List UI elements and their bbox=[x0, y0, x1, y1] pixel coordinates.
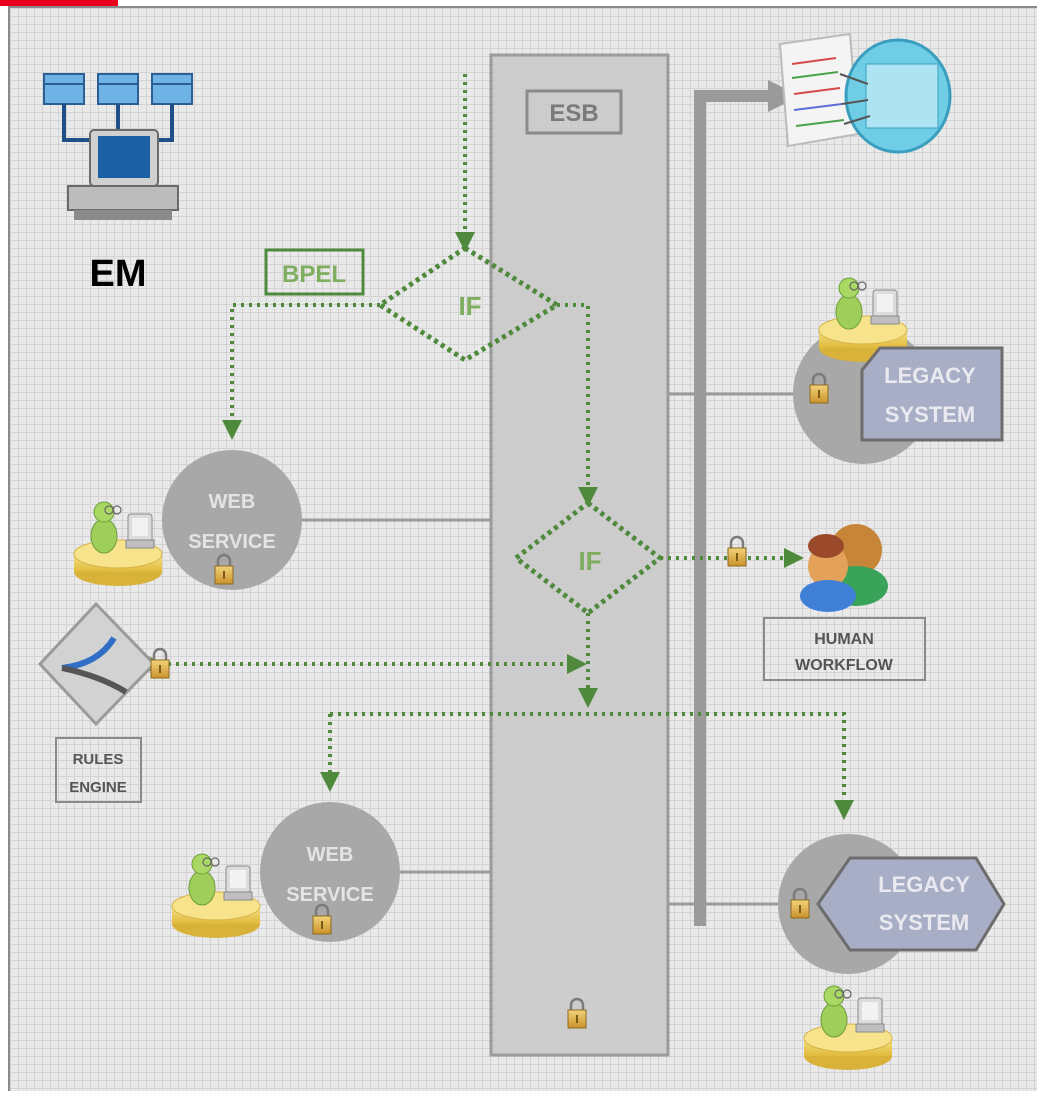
web-service-2-line1: WEB bbox=[307, 844, 354, 866]
rules-engine-line2: ENGINE bbox=[69, 779, 127, 796]
rules-diamond-icon bbox=[37, 601, 157, 727]
if-label-top: IF bbox=[458, 291, 481, 321]
legacy-1-line2: SYSTEM bbox=[885, 402, 975, 427]
legacy-1-line1: LEGACY bbox=[884, 363, 976, 388]
bpel-flows bbox=[144, 74, 854, 820]
user-at-desk-icon bbox=[73, 501, 163, 587]
computer-icon bbox=[43, 73, 193, 220]
document-report-icon bbox=[778, 32, 952, 154]
esb-bar bbox=[489, 53, 670, 1057]
esb-label-box bbox=[525, 89, 623, 135]
legacy-system-1: LEGACY SYSTEM bbox=[793, 277, 1004, 464]
user-at-desk-icon bbox=[803, 985, 893, 1071]
lock-icon bbox=[726, 535, 748, 568]
legacy-2-line1: LEGACY bbox=[878, 872, 970, 897]
esb-label: ESB bbox=[549, 100, 598, 127]
people-group-icon bbox=[800, 524, 888, 612]
human-workflow-line2: WORKFLOW bbox=[795, 657, 894, 674]
web-service-1-line2: SERVICE bbox=[188, 531, 275, 553]
service-bus-line bbox=[694, 90, 770, 926]
web-service-1-line1: WEB bbox=[209, 491, 256, 513]
web-service-2-line2: SERVICE bbox=[286, 884, 373, 906]
user-at-desk-icon bbox=[171, 853, 261, 939]
legacy-2-line2: SYSTEM bbox=[879, 910, 969, 935]
accent-tab bbox=[0, 0, 118, 6]
legacy-system-2: LEGACY SYSTEM bbox=[778, 834, 1006, 1071]
em-label: EM bbox=[90, 253, 147, 295]
web-service-1: WEB SERVICE bbox=[73, 450, 302, 590]
lock-icon bbox=[149, 647, 171, 680]
if-label-mid: IF bbox=[578, 546, 601, 576]
bpel-label: BPEL bbox=[282, 261, 346, 288]
rules-engine-box bbox=[55, 737, 142, 803]
architecture-diagram: ESB IF IF BPEL EM bbox=[37, 32, 1006, 1071]
if-decision-top bbox=[375, 245, 562, 363]
bpel-box bbox=[264, 248, 365, 296]
rules-engine-line1: RULES bbox=[73, 751, 124, 768]
web-service-2: WEB SERVICE bbox=[171, 802, 400, 942]
human-workflow-box bbox=[763, 617, 926, 681]
diagram-canvas: ESB IF IF BPEL EM bbox=[8, 6, 1037, 1091]
human-workflow-line1: HUMAN bbox=[814, 631, 874, 648]
